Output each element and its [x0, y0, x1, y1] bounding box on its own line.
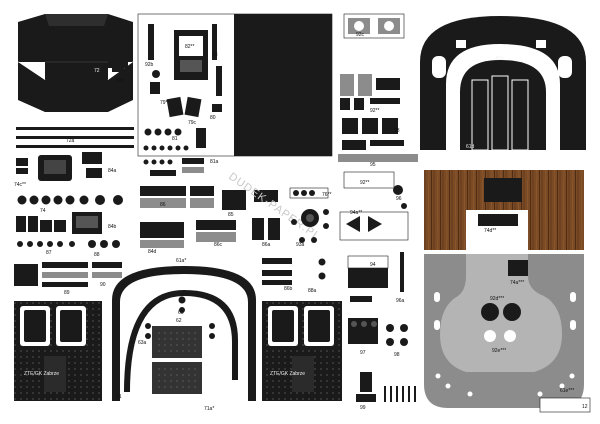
label-90: 90 — [100, 282, 106, 288]
part-gauges-74: 74c** 84a 74 84b 87 88 — [14, 152, 123, 258]
part-strips-89: 89 90 — [14, 262, 122, 296]
part-arch-outer: 61a* — [112, 258, 256, 401]
part-wood-deck: 74d** — [424, 170, 584, 250]
label-85: 85 — [228, 212, 234, 218]
label-92c: 92c — [356, 32, 365, 38]
part-gauge-panel-76: 76** 93a 88a — [289, 187, 332, 294]
label-92: 92** — [370, 108, 380, 114]
part-cab-wall-left: ZTE/GK Zabrze — [14, 301, 102, 401]
label-97: 97 — [360, 350, 366, 356]
label-94a: 94a** — [350, 210, 362, 216]
label-71a: 71a* — [204, 406, 214, 412]
label-95: 95 — [370, 162, 376, 168]
label-74a: 74a*** — [510, 280, 524, 286]
panels-86: 86 84d 86c 85 86a 86b — [140, 186, 293, 292]
label-84a: 84a — [108, 168, 117, 174]
part-82c: 82c — [108, 58, 128, 84]
label-92b: 92b — [145, 62, 154, 68]
label-86a: 86a — [262, 242, 271, 248]
label-88a: 88a — [308, 288, 317, 294]
label-99: 99 — [360, 405, 366, 411]
label-61e: 61e*** — [560, 388, 574, 394]
label-93a: 93a — [296, 242, 305, 248]
label-86: 86 — [160, 202, 166, 208]
cab-left-caption: ZTE/GK Zabrze — [24, 371, 59, 377]
label-79: 79** — [160, 100, 170, 106]
part-arch-inner: 62 63a 63 91 71a* — [116, 290, 238, 412]
label-81a: 81a — [210, 159, 219, 165]
label-63a: 63a — [138, 340, 147, 346]
sheet-number: 12 — [582, 404, 588, 410]
sheet-number-box: 12 — [539, 397, 591, 413]
label-93: 93 — [212, 52, 218, 58]
part-front-frame-61c: 61c 61d — [420, 16, 586, 151]
small-parts-row-1: 81a — [143, 158, 219, 176]
part-frame-82: 82** 92b 93 79** 79c 80 81 — [137, 13, 333, 157]
part-strips-72a: 72a — [16, 127, 134, 148]
part-cab-wall-right: ZTE/GK Zabrze — [262, 301, 342, 401]
label-82c: 82c — [116, 78, 125, 84]
label-92d: 92d*** — [490, 296, 504, 302]
label-74d: 74d** — [484, 228, 496, 234]
label-81: 81 — [172, 136, 178, 142]
label-92e: 92e*** — [492, 348, 506, 354]
cab-right-caption: ZTE/GK Zabrze — [270, 371, 305, 377]
label-87: 87 — [46, 250, 52, 256]
label-94: 94 — [370, 262, 376, 268]
label-74c: 74c** — [14, 182, 26, 188]
label-61a: 61a* — [176, 258, 186, 264]
part-roof-72: 72 — [17, 14, 134, 112]
label-96a: 96a — [396, 298, 405, 304]
label-74: 74 — [40, 208, 46, 214]
label-63: 63 — [178, 310, 184, 316]
label-89: 89 — [64, 290, 70, 296]
label-80: 80 — [210, 115, 216, 121]
label-61c: 61c — [496, 56, 505, 62]
label-88: 88 — [94, 252, 100, 258]
label-91: 91 — [116, 394, 122, 400]
parts-column-92: 92c 92** 93 95 92** 96 94a** 94 96a — [338, 13, 418, 411]
part-floor-plate-61e: 74a*** 92d*** 92e*** 61e*** — [424, 254, 584, 408]
label-96: 96 — [396, 196, 402, 202]
label-92-b: 92** — [360, 180, 370, 186]
label-72a: 72a — [66, 138, 75, 144]
label-93: 93 — [394, 128, 400, 134]
label-76: 76** — [322, 192, 332, 198]
label-61d: 61d — [466, 144, 475, 150]
label-72: 72 — [94, 68, 100, 74]
label-79c: 79c — [188, 120, 197, 126]
label-82: 82** — [185, 44, 195, 50]
label-84d: 84d — [148, 249, 157, 255]
label-86c: 86c — [214, 242, 223, 248]
label-98: 98 — [394, 352, 400, 358]
label-84b: 84b — [108, 224, 117, 230]
label-62: 62 — [176, 318, 182, 324]
label-86b: 86b — [284, 286, 293, 292]
